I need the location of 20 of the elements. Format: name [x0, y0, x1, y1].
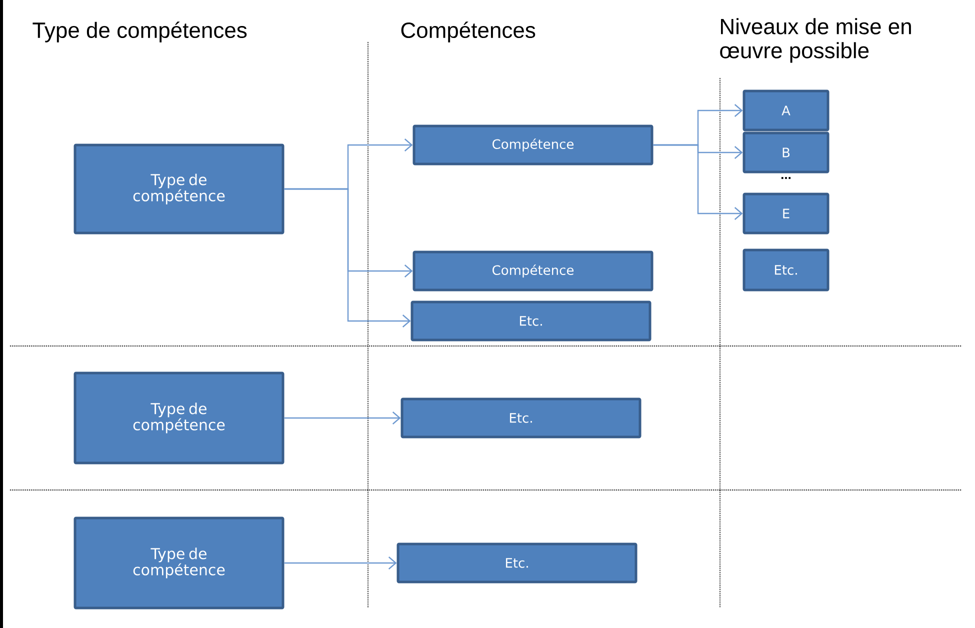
process-box: E: [742, 192, 830, 234]
process-box: Type de compétence: [74, 144, 284, 234]
process-box: Etc.: [396, 542, 638, 584]
process-box: Etc.: [400, 398, 642, 438]
column-heading: Compétences: [401, 22, 536, 42]
process-box: Type de compétence: [74, 372, 284, 464]
process-box: Type de compétence: [74, 516, 284, 610]
process-box: Compétence: [412, 124, 654, 166]
column-heading: Niveaux de mise en œuvre possible: [720, 18, 911, 63]
process-box: Etc.: [742, 248, 830, 292]
column-heading: Type de compétences: [32, 22, 247, 42]
process-box: B: [742, 132, 830, 174]
arrow: [284, 188, 411, 328]
process-box: A: [742, 90, 830, 132]
arrow: [284, 556, 397, 570]
arrow: [284, 412, 401, 424]
dots: ...: [781, 177, 791, 179]
process-box: Compétence: [412, 250, 654, 292]
arrow: [653, 144, 743, 220]
process-box: Etc.: [410, 300, 652, 342]
